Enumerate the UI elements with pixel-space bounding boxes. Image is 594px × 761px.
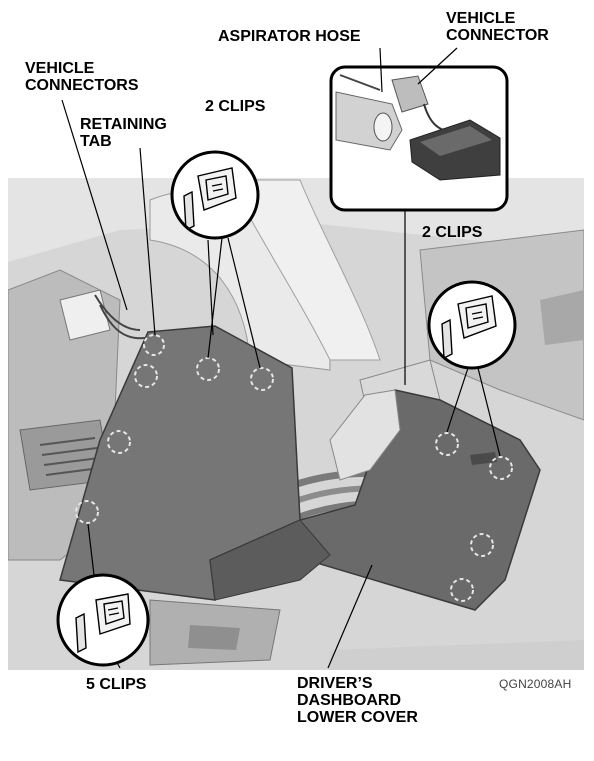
retaining-tab-marker <box>143 334 165 356</box>
figure-code: QGN2008AH <box>499 677 572 691</box>
label-vehicle-connector: VEHICLE CONNECTOR <box>446 10 549 44</box>
clip-detail-left <box>170 150 260 240</box>
clip-marker <box>450 578 474 602</box>
clip-marker <box>75 500 99 524</box>
label-retaining-tab: RETAINING TAB <box>80 116 167 150</box>
label-line: CONNECTOR <box>446 27 549 44</box>
label-5-clips: 5 CLIPS <box>86 676 147 693</box>
label-line: DASHBOARD <box>297 692 401 709</box>
label-line: VEHICLE <box>446 10 516 27</box>
label-line: CONNECTORS <box>25 77 139 94</box>
label-aspirator-hose: ASPIRATOR HOSE <box>218 28 361 45</box>
label-line: TAB <box>80 133 112 150</box>
label-line: DRIVER’S <box>297 675 373 692</box>
clip-marker <box>134 364 158 388</box>
leader-lines <box>61 99 501 669</box>
connector-inset <box>329 47 509 212</box>
clip-marker <box>489 456 513 480</box>
label-vehicle-connectors: VEHICLE CONNECTORS <box>25 60 139 94</box>
label-2-clips-right: 2 CLIPS <box>422 224 483 241</box>
clip-detail-bottom <box>56 573 150 667</box>
label-line: RETAINING <box>80 116 167 133</box>
label-2-clips-left: 2 CLIPS <box>205 98 266 115</box>
clip-marker <box>250 367 274 391</box>
label-line: VEHICLE <box>25 60 95 77</box>
label-lower-cover: DRIVER’S DASHBOARD LOWER COVER <box>297 675 418 726</box>
label-line: LOWER COVER <box>297 709 418 726</box>
clip-marker <box>107 430 131 454</box>
clip-detail-right <box>427 280 517 370</box>
clip-marker <box>470 533 494 557</box>
clip-marker <box>435 432 459 456</box>
